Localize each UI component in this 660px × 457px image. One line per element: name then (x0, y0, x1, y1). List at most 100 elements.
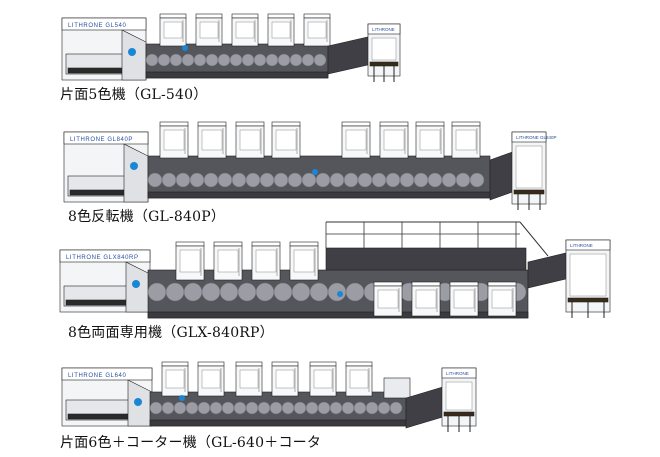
printing-unit (341, 121, 371, 159)
cylinder (201, 282, 221, 302)
cylinder (147, 282, 167, 302)
delivery-label: LITHRONE (570, 243, 593, 248)
printing-unit (309, 361, 337, 397)
unit-window (163, 129, 185, 151)
unit-cap (487, 281, 517, 287)
base-plinth (147, 191, 491, 199)
base-gl840p (147, 155, 491, 199)
cylinder (313, 53, 327, 67)
delivery-pile (369, 61, 399, 67)
unit-cap (271, 361, 299, 367)
printing-unit (161, 361, 189, 397)
delivery-label: LITHRONE (372, 27, 395, 32)
unit-window (293, 249, 315, 273)
feeder-board (123, 143, 149, 203)
feeder-gl840p: LITHRONE GL840P (63, 131, 149, 203)
cylinder (277, 53, 291, 67)
unit-cap (289, 241, 319, 247)
unit-window (275, 129, 297, 151)
unit-window (201, 369, 221, 389)
ramp-glx840rp (527, 251, 571, 289)
printing-unit (289, 241, 319, 281)
cylinder (173, 401, 187, 415)
stair-rail (519, 221, 549, 257)
feeder-gl640: LITHRONE GL640 (61, 367, 153, 427)
caption-glx840rp: 8色両面専用機（GLX-840RP） (68, 325, 274, 341)
unit-window (383, 129, 405, 151)
cylinder (233, 401, 247, 415)
feeder-pile (67, 413, 129, 420)
unit-cap (235, 121, 265, 127)
unit-window (199, 21, 219, 39)
delivery-label: LITHRONE (446, 371, 469, 376)
unit-window (455, 129, 477, 151)
cylinder (161, 401, 175, 415)
printing-unit (415, 121, 445, 159)
cylinder (149, 401, 163, 415)
unit-cap (235, 361, 263, 367)
cylinder (291, 282, 311, 302)
base-plinth (145, 71, 329, 79)
unit-cap (309, 361, 337, 367)
cylinder (371, 172, 387, 188)
delivery-gl540: LITHRONE (367, 23, 401, 82)
printing-unit (195, 13, 223, 47)
cylinder (165, 282, 185, 302)
cylinder (305, 401, 319, 415)
printing-unit (159, 121, 189, 159)
cylinder (301, 53, 315, 67)
cylinder (329, 172, 345, 188)
base-gl540 (145, 43, 329, 79)
unit-window (345, 129, 367, 151)
printing-unit (267, 13, 295, 47)
unit-window (165, 369, 185, 389)
cylinder (253, 53, 267, 67)
printing-unit (197, 121, 227, 159)
cylinder (273, 172, 289, 188)
cylinder (183, 282, 203, 302)
cylinder (427, 172, 443, 188)
cylinder (205, 53, 219, 67)
cylinder (203, 172, 219, 188)
delivery-glx840rp: LITHRONE (565, 239, 611, 318)
caption-gl640-coater: 片面6色＋コーター機（GL-640＋コータ (60, 435, 322, 451)
feeder-top (59, 249, 151, 263)
cylinder (341, 401, 355, 415)
feeder-accent-dot (128, 48, 136, 56)
printing-unit (213, 241, 243, 281)
cylinder (353, 401, 367, 415)
cylinder (221, 401, 235, 415)
cylinder (245, 401, 259, 415)
cylinder (315, 172, 331, 188)
unit-window (239, 129, 261, 151)
cylinder (161, 172, 177, 188)
cylinder (455, 172, 471, 188)
delivery-pile (443, 411, 475, 417)
cylinder (169, 53, 183, 67)
accent-dot (312, 169, 318, 175)
unit-window (491, 289, 513, 309)
cylinder (345, 282, 365, 302)
cylinder (185, 401, 199, 415)
printing-unit (271, 121, 301, 159)
feeder-accent-dot (132, 280, 140, 288)
cylinder (181, 53, 195, 67)
base-gl640 (149, 391, 407, 427)
feeder-label: LITHRONE GL640 (68, 373, 126, 379)
catwalk-railing (325, 221, 549, 257)
feeder-top (63, 131, 149, 145)
unit-window (453, 289, 475, 309)
unit-cap (197, 121, 227, 127)
unit-cap (195, 13, 223, 19)
unit-cap (449, 281, 479, 287)
unit-cap (379, 121, 409, 127)
delivery-top (367, 23, 401, 35)
cylinder (327, 282, 347, 302)
unit-cap (411, 281, 441, 287)
cylinder (255, 282, 275, 302)
cylinder (317, 401, 331, 415)
unit-cap (341, 121, 371, 127)
unit-window (179, 249, 201, 273)
cylinder (293, 401, 307, 415)
